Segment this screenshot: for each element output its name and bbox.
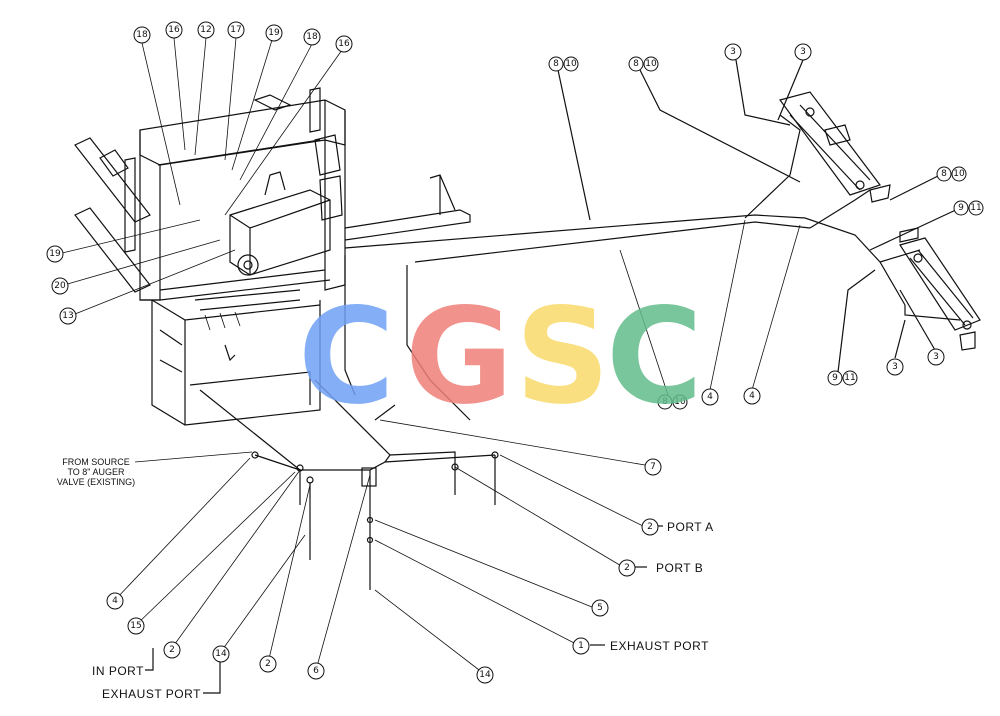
svg-text:15: 15 <box>130 621 141 631</box>
callout-3-c: 3 <box>886 358 904 376</box>
svg-text:9: 9 <box>958 203 964 213</box>
svg-text:3: 3 <box>730 47 736 57</box>
callout-bubbles: 18 16 12 17 19 18 16 19 20 13 8 10 8 10 … <box>46 21 984 684</box>
cgsc-watermark: C G S C <box>298 280 703 434</box>
callout-8-10-center: 8 10 <box>657 394 688 410</box>
svg-text:13: 13 <box>62 311 73 321</box>
svg-text:2: 2 <box>647 522 653 532</box>
svg-text:3: 3 <box>892 362 898 372</box>
svg-text:20: 20 <box>54 281 66 291</box>
svg-text:18: 18 <box>306 32 318 42</box>
svg-text:4: 4 <box>749 391 755 401</box>
svg-text:1: 1 <box>578 641 584 651</box>
svg-text:7: 7 <box>650 462 656 472</box>
in-port-label: IN PORT <box>92 664 144 678</box>
svg-text:4: 4 <box>707 392 713 402</box>
svg-text:17: 17 <box>230 25 241 35</box>
exhaust-port-right-label: EXHAUST PORT <box>610 639 709 653</box>
source-note-line-1: FROM SOURCE <box>62 457 130 467</box>
svg-text:6: 6 <box>313 666 319 676</box>
callout-3-b: 3 <box>794 43 812 61</box>
callout-16-top-right: 16 <box>335 35 353 53</box>
port-a-label: PORT A <box>667 520 714 534</box>
callout-8-10-left: 8 10 <box>548 56 579 72</box>
svg-text:19: 19 <box>49 249 61 259</box>
watermark-letter-c2: C <box>606 280 703 434</box>
callout-14-left: 14 <box>212 645 230 663</box>
callout-5: 5 <box>591 599 609 617</box>
callout-9-11-bottom: 9 11 <box>827 370 858 386</box>
callout-18-top-left: 18 <box>133 26 151 44</box>
svg-text:2: 2 <box>169 645 175 655</box>
svg-text:12: 12 <box>200 25 211 35</box>
port-b-label: PORT B <box>656 561 703 575</box>
svg-text:8: 8 <box>553 59 559 69</box>
machine-frame <box>74 87 471 426</box>
svg-text:11: 11 <box>844 373 855 383</box>
callout-3-a: 3 <box>724 43 742 61</box>
svg-text:4: 4 <box>112 596 118 606</box>
callout-18-top-right: 18 <box>303 28 321 46</box>
svg-text:3: 3 <box>933 352 939 362</box>
callout-14-right: 14 <box>476 666 494 684</box>
svg-text:10: 10 <box>565 59 577 69</box>
svg-text:14: 14 <box>215 649 227 659</box>
svg-text:10: 10 <box>674 397 686 407</box>
watermark-letter-s: S <box>515 280 610 434</box>
svg-text:9: 9 <box>832 373 838 383</box>
callout-20: 20 <box>51 277 69 295</box>
source-note-line-3: VALVE (EXISTING) <box>57 477 135 487</box>
svg-text:8: 8 <box>662 397 668 407</box>
callout-2-in-port: 2 <box>163 641 181 659</box>
exhaust-port-left-label: EXHAUST PORT <box>102 687 201 701</box>
callout-2-lower: 2 <box>259 655 277 673</box>
svg-text:16: 16 <box>338 39 350 49</box>
callout-13: 13 <box>59 307 77 325</box>
callout-2-port-b: 2 <box>618 559 636 577</box>
callout-6: 6 <box>307 662 325 680</box>
callout-2-port-a: 2 <box>641 518 659 536</box>
callout-4-a: 4 <box>701 388 719 406</box>
svg-text:14: 14 <box>479 670 491 680</box>
svg-text:10: 10 <box>645 59 657 69</box>
callout-8-10-mid: 8 10 <box>628 56 659 72</box>
svg-text:2: 2 <box>624 563 630 573</box>
watermark-letter-g: G <box>405 280 513 434</box>
svg-text:19: 19 <box>268 28 280 38</box>
callout-17: 17 <box>227 21 245 39</box>
svg-text:8: 8 <box>633 59 639 69</box>
svg-text:5: 5 <box>597 603 603 613</box>
svg-text:2: 2 <box>265 659 271 669</box>
svg-text:8: 8 <box>941 169 947 179</box>
air-hoses <box>199 114 961 590</box>
upper-cylinder-assembly <box>778 91 891 203</box>
callout-19-left: 19 <box>46 245 64 263</box>
callout-7: 7 <box>644 458 662 476</box>
callout-19-top: 19 <box>265 24 283 42</box>
callout-3-d: 3 <box>927 348 945 366</box>
svg-text:11: 11 <box>970 203 981 213</box>
callout-4-lower: 4 <box>106 592 124 610</box>
callout-12: 12 <box>197 21 215 39</box>
source-note-line-2: TO 8" AUGER <box>67 467 125 477</box>
lower-cylinder-assembly <box>899 227 981 351</box>
callout-15: 15 <box>127 617 145 635</box>
svg-text:18: 18 <box>136 30 148 40</box>
svg-text:16: 16 <box>168 25 180 35</box>
svg-text:3: 3 <box>800 47 806 57</box>
callout-4-b: 4 <box>743 387 761 405</box>
svg-text:10: 10 <box>953 169 965 179</box>
callout-8-10-right: 8 10 <box>936 166 967 182</box>
port-labels: PORT A PORT B EXHAUST PORT IN PORT EXHAU… <box>57 457 714 701</box>
callout-9-11-right: 9 11 <box>953 200 984 216</box>
watermark-letter-c1: C <box>298 280 395 434</box>
callout-1: 1 <box>572 637 590 655</box>
leader-lines <box>57 37 961 694</box>
callout-16-top-left: 16 <box>165 21 183 39</box>
